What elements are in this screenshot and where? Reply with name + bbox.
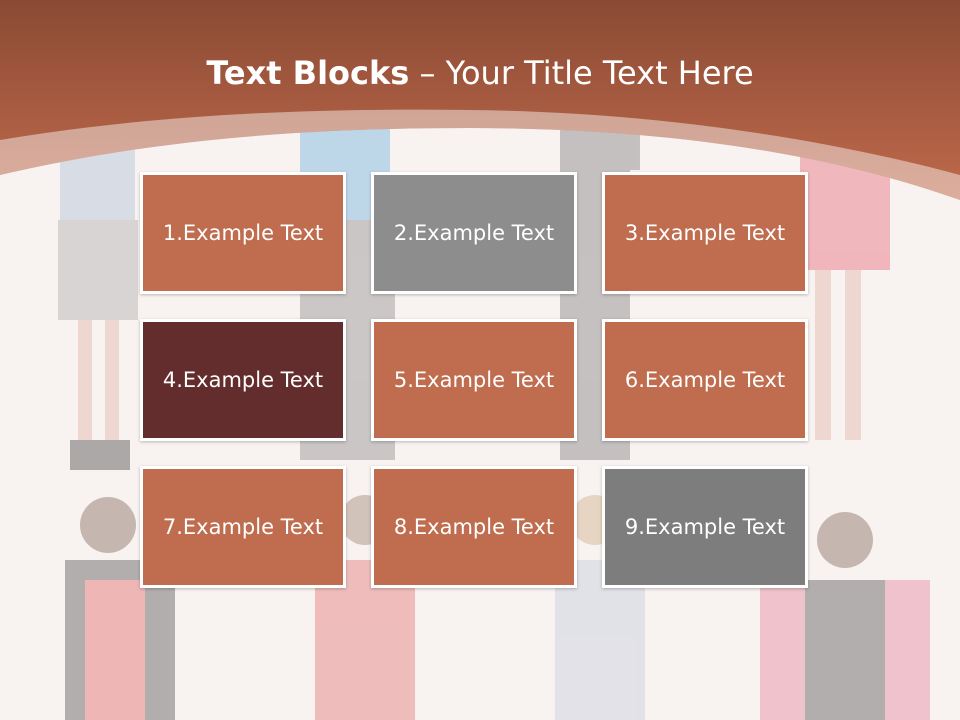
text-block-4[interactable]: 4.Example Text [140, 319, 346, 441]
text-block-8[interactable]: 8.Example Text [371, 466, 577, 588]
text-block-label: 1.Example Text [162, 221, 324, 245]
text-block-label: 6.Example Text [624, 368, 786, 392]
text-block-7[interactable]: 7.Example Text [140, 466, 346, 588]
text-block-label: 4.Example Text [162, 368, 324, 392]
text-block-6[interactable]: 6.Example Text [602, 319, 808, 441]
text-block-label: 5.Example Text [393, 368, 555, 392]
title-bold-text: Text Blocks [206, 54, 410, 92]
slide-title: Text Blocks – Your Title Text Here [0, 54, 960, 92]
title-dash: – [409, 54, 446, 92]
text-block-2[interactable]: 2.Example Text [371, 172, 577, 294]
text-block-5[interactable]: 5.Example Text [371, 319, 577, 441]
title-rest-text: Your Title Text Here [445, 54, 754, 92]
text-block-9[interactable]: 9.Example Text [602, 466, 808, 588]
text-block-1[interactable]: 1.Example Text [140, 172, 346, 294]
text-block-label: 3.Example Text [624, 221, 786, 245]
text-block-label: 8.Example Text [393, 515, 555, 539]
text-block-3[interactable]: 3.Example Text [602, 172, 808, 294]
text-block-label: 7.Example Text [162, 515, 324, 539]
text-block-label: 9.Example Text [624, 515, 786, 539]
text-block-label: 2.Example Text [393, 221, 555, 245]
